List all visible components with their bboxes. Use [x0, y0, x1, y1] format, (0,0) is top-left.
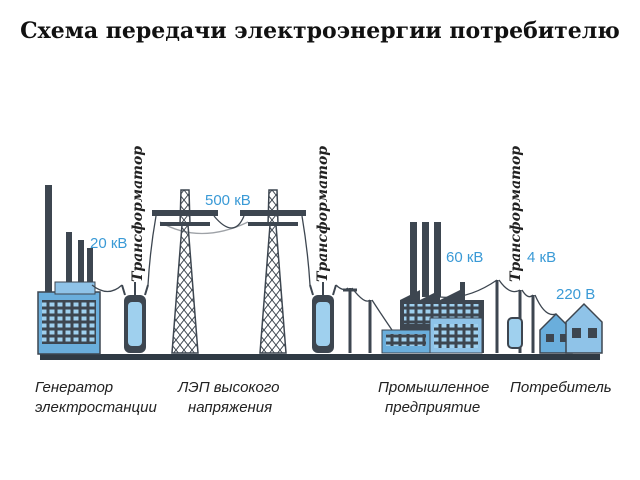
- transformer-3: [495, 280, 535, 353]
- transmission-tower-1: [152, 189, 218, 354]
- consumer-houses: [539, 302, 603, 354]
- chimney: [87, 248, 93, 292]
- chimney: [434, 222, 441, 297]
- transformer-label-3: Трансформатор: [508, 146, 524, 282]
- transmission-tower-2: [240, 189, 306, 354]
- power-lines: [91, 215, 557, 331]
- caption-generator-line2: электростанции: [35, 399, 157, 416]
- caption-industry-line1: Промышленное: [378, 379, 489, 396]
- voltage-label-industry: 60 кВ: [446, 249, 483, 266]
- caption-generator-line1: Генератор: [35, 379, 113, 396]
- caption-consumer: Потребитель: [510, 379, 612, 396]
- transformer-label-1: Трансформатор: [130, 146, 146, 282]
- voltage-label-generator: 20 кВ: [90, 235, 127, 252]
- ground-line: [40, 354, 600, 360]
- chimney: [45, 185, 52, 295]
- caption-industry-line2: предприятие: [385, 399, 480, 416]
- voltage-label-high: 500 кВ: [205, 192, 251, 209]
- transformer-2: [309, 282, 337, 353]
- transformer-label-2: Трансформатор: [315, 146, 331, 282]
- line-poles-1: [343, 288, 372, 353]
- voltage-label-local: 4 кВ: [527, 249, 556, 266]
- chimney: [410, 222, 417, 297]
- caption-line-line2: напряжения: [188, 399, 272, 416]
- voltage-label-consumer: 220 В: [556, 286, 595, 303]
- power-station: [37, 185, 101, 355]
- chimney: [78, 240, 84, 292]
- caption-line-line1: ЛЭП высокого: [177, 379, 279, 396]
- chimney: [422, 222, 429, 297]
- industrial-plant: [381, 222, 484, 354]
- chimney: [66, 232, 72, 292]
- transformer-1: [121, 282, 149, 353]
- diagram-title: Схема передачи электроэнергии потребител…: [20, 18, 620, 44]
